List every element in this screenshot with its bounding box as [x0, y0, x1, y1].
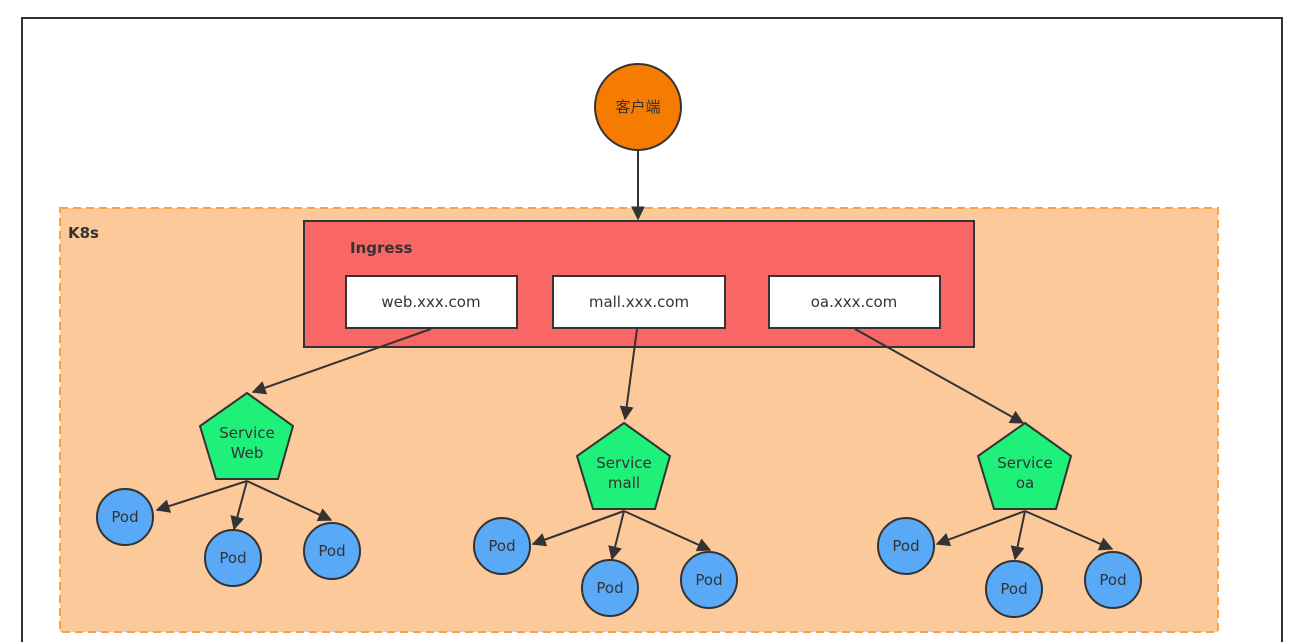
edge-service-pod	[1010, 510, 1026, 561]
pod-label: Pod	[488, 537, 515, 555]
edge-service-pod	[935, 510, 1026, 547]
service-web-group: Service Web Pod Pod Pod	[96, 391, 361, 587]
edge-service-pod	[155, 480, 248, 513]
pod-circle	[581, 559, 639, 617]
pod-label: Pod	[596, 579, 623, 597]
service-mall-line2: mall	[608, 474, 640, 492]
client-node: 客户端	[594, 63, 682, 151]
edge-oa-service	[854, 328, 1025, 424]
pod-circle	[680, 551, 738, 609]
edge-web-service	[251, 328, 432, 395]
pod-label: Pod	[1099, 571, 1126, 589]
pod-label: Pod	[318, 542, 345, 560]
host-oa: oa.xxx.com	[768, 275, 941, 329]
service-oa-line1: Service	[997, 454, 1052, 472]
pod-label: Pod	[111, 508, 138, 526]
edge-service-pod	[623, 510, 712, 552]
host-label: oa.xxx.com	[811, 293, 898, 311]
pod-circle	[1084, 551, 1142, 609]
pod-circle	[473, 517, 531, 575]
pod-label: Pod	[892, 537, 919, 555]
service-web-line1: Service	[219, 424, 274, 442]
k8s-cluster-label: K8s	[68, 224, 99, 242]
pod-circle	[96, 488, 154, 546]
pod-label: Pod	[219, 549, 246, 567]
host-mall: mall.xxx.com	[552, 275, 726, 329]
service-mall-group: Service mall Pod Pod Pod	[473, 421, 738, 617]
host-web: web.xxx.com	[345, 275, 518, 329]
client-label: 客户端	[615, 98, 660, 116]
pod-label: Pod	[695, 571, 722, 589]
edge-service-pod	[246, 480, 333, 522]
pod-circle	[303, 522, 361, 580]
host-box	[345, 275, 518, 329]
edge-service-pod	[230, 480, 248, 531]
pod-circle	[985, 560, 1043, 618]
edge-service-pod	[608, 510, 625, 561]
service-oa-pentagon	[976, 421, 1073, 510]
host-label: mall.xxx.com	[589, 293, 689, 311]
host-label: web.xxx.com	[381, 293, 480, 311]
service-web-line2: Web	[231, 444, 264, 462]
service-mall-pentagon	[575, 421, 672, 510]
edge-service-pod	[1024, 510, 1114, 551]
host-box	[768, 275, 941, 329]
ingress-node: Ingress web.xxx.com mall.xxx.com oa.xxx.…	[303, 220, 975, 348]
service-web-pentagon	[198, 391, 295, 480]
pod-circle	[877, 517, 935, 575]
pod-circle	[204, 529, 262, 587]
service-mall-line1: Service	[596, 454, 651, 472]
edge-service-pod	[531, 510, 625, 547]
ingress-label: Ingress	[350, 239, 412, 257]
service-oa-group: Service oa Pod Pod Pod	[877, 421, 1142, 618]
pod-label: Pod	[1000, 580, 1027, 598]
service-oa-line2: oa	[1016, 474, 1034, 492]
edge-mall-service	[619, 328, 638, 421]
host-box	[552, 275, 726, 329]
